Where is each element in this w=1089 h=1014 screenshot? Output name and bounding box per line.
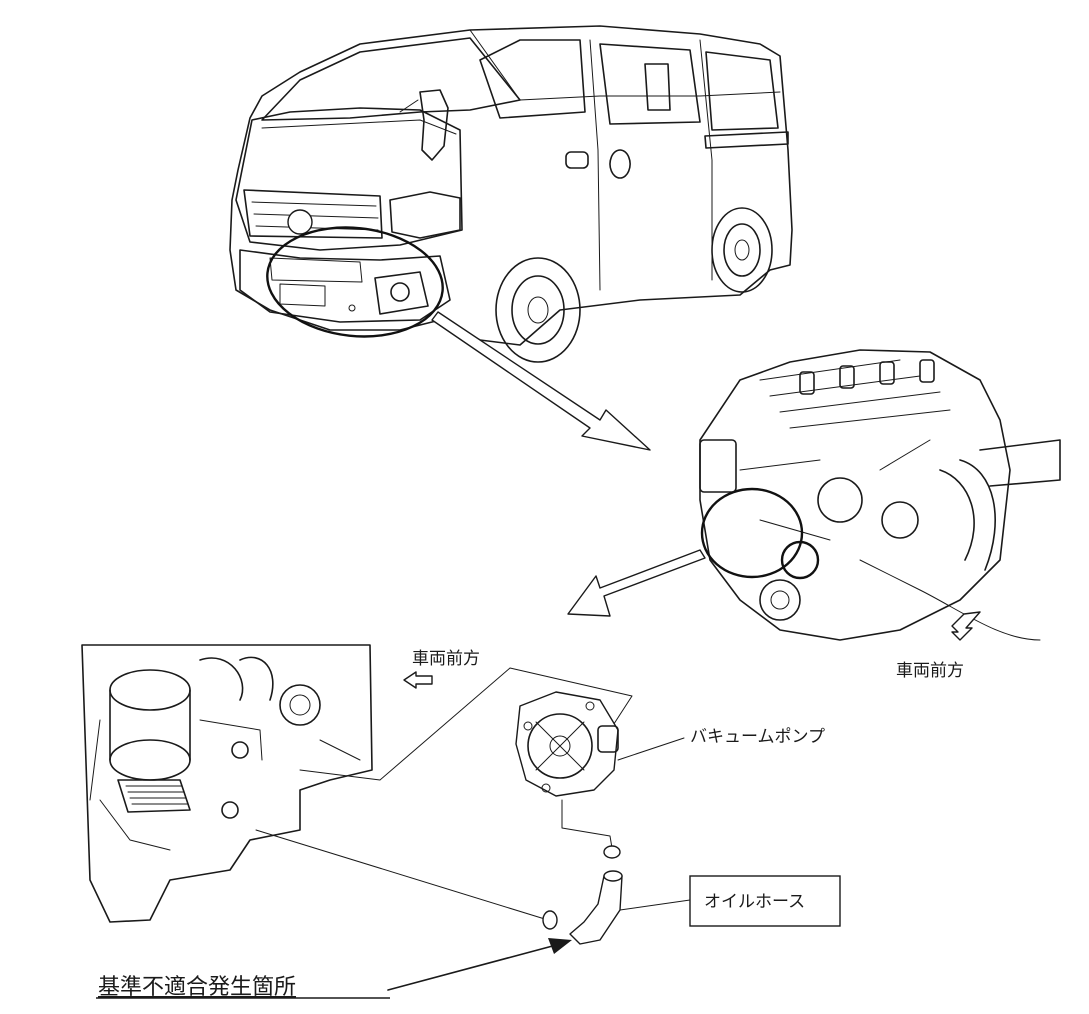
- engine-detail-illustration: [81, 644, 373, 923]
- label-vehicle-front-right: 車両前方: [896, 661, 964, 681]
- van-illustration: [229, 25, 793, 363]
- highlight-ellipse-engine: [700, 487, 804, 579]
- highlight-circle-pump: [780, 540, 820, 580]
- vehicle-front-arrow-right: [951, 611, 981, 641]
- vacuum-pump-leader: [617, 737, 685, 761]
- label-vehicle-front-upper: 車両前方: [412, 649, 480, 669]
- arrow-van-to-engine: [431, 311, 651, 451]
- vacuum-pump-part: [515, 691, 619, 797]
- oil-hose-part: [542, 799, 623, 945]
- detail-leader-lines: [255, 667, 633, 921]
- label-nonconformity-location: 基準不適合発生箇所: [98, 975, 296, 1000]
- vehicle-front-arrow-detail: [403, 671, 433, 689]
- oil-hose-leader: [619, 899, 691, 911]
- label-vacuum-pump: バキュームポンプ: [690, 727, 825, 747]
- engine-illustration: [699, 349, 1061, 641]
- arrow-engine-to-detail: [567, 549, 706, 617]
- oil-hose-label-box: [689, 875, 841, 927]
- nonconformity-arrow: [387, 938, 572, 991]
- label-oil-hose: オイルホース: [704, 892, 805, 912]
- highlight-ellipse-van: [266, 226, 444, 338]
